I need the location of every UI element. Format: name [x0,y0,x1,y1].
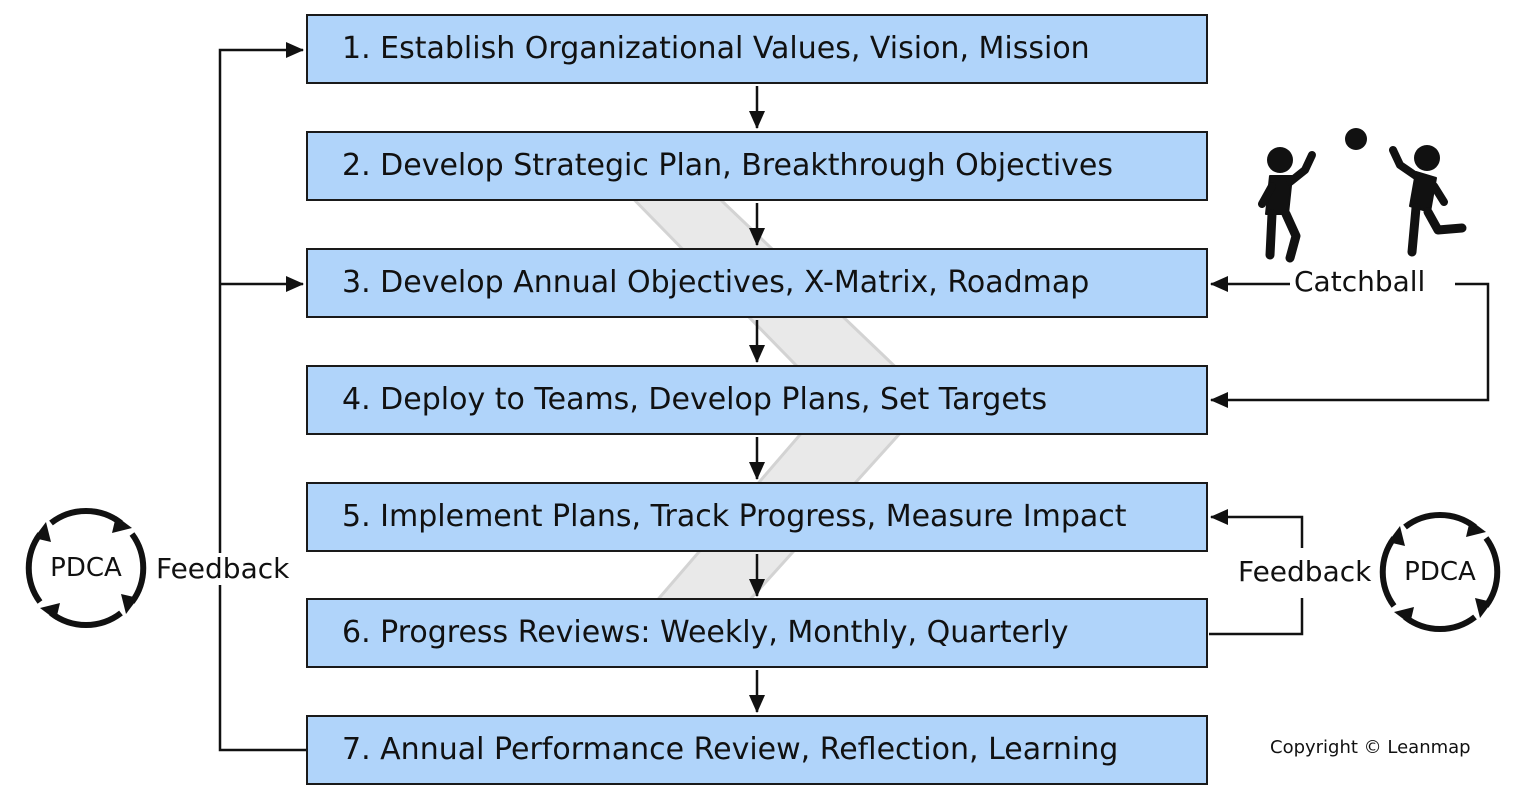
step-6-box: 6. Progress Reviews: Weekly, Monthly, Qu… [306,598,1208,668]
copyright-notice: Copyright © Leanmap [1270,737,1471,758]
catchball-to-step4 [1210,282,1490,408]
catchball-connectors [1210,276,1490,408]
left-pdca-label: PDCA [50,553,122,583]
right-pdca-label: PDCA [1404,557,1476,587]
catchball-label: Catchball [1294,265,1426,298]
step-1-box: 1. Establish Organizational Values, Visi… [306,14,1208,84]
step-2-box: 2. Develop Strategic Plan, Breakthrough … [306,131,1208,201]
left-loop-line [218,42,306,752]
step-4-box: 4. Deploy to Teams, Develop Plans, Set T… [306,365,1208,435]
step-5-box: 5. Implement Plans, Track Progress, Meas… [306,482,1208,552]
step-7-box: 7. Annual Performance Review, Reflection… [306,715,1208,785]
catchball-players-icon [1258,128,1467,263]
right-loop-arrow [1210,509,1304,548]
left-pdca-cycle-icon [25,507,147,629]
right-loop-line [1209,598,1304,636]
right-pdca-cycle-icon [1379,511,1501,633]
left-feedback-loop [218,42,306,752]
step-3-box: 3. Develop Annual Objectives, X-Matrix, … [306,248,1208,318]
right-feedback-label: Feedback [1238,555,1372,588]
right-feedback-loop [1209,509,1304,636]
left-feedback-label: Feedback [156,552,290,585]
